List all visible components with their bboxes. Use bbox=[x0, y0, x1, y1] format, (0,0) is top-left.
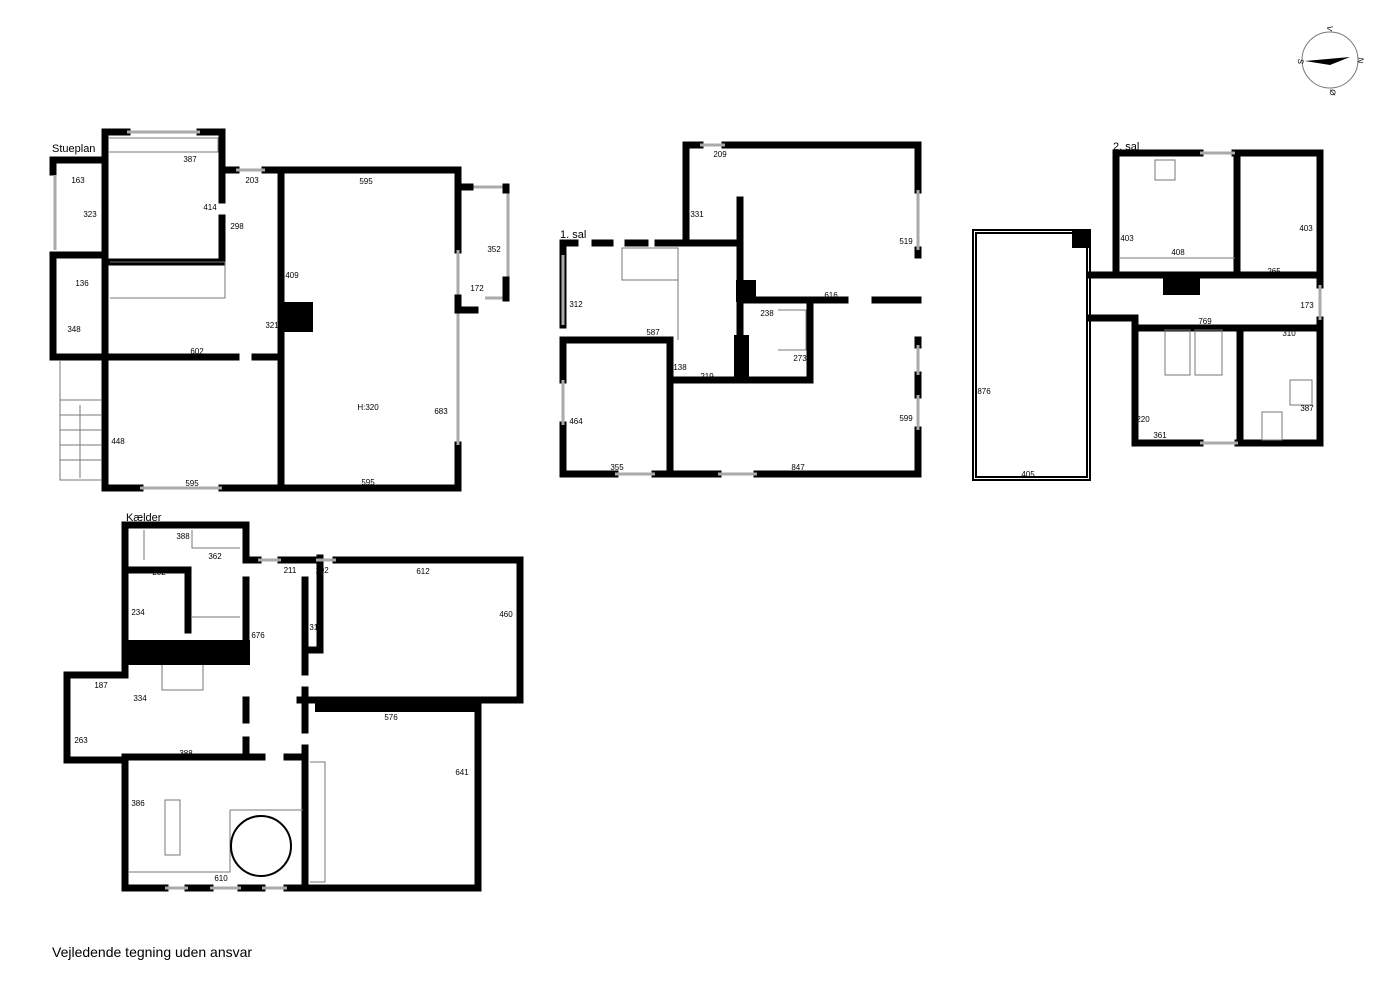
dimension-label: 576 bbox=[384, 713, 398, 722]
compass-icon: V N S Ø bbox=[1296, 25, 1366, 96]
dimension-label: 448 bbox=[111, 437, 125, 446]
dimension-label: 683 bbox=[434, 407, 448, 416]
dimension-label: 587 bbox=[646, 328, 660, 337]
dimension-label: 234 bbox=[131, 608, 145, 617]
dimension-label: 409 bbox=[285, 271, 299, 280]
dimension-label: 102 bbox=[315, 566, 329, 575]
dimension-label: 323 bbox=[83, 210, 97, 219]
dimension-label: 219 bbox=[700, 372, 714, 381]
dimension-label: 263 bbox=[74, 736, 88, 745]
dimension-label: 331 bbox=[690, 210, 704, 219]
dimension-label: 676 bbox=[251, 631, 265, 640]
dimension-label: H:320 bbox=[357, 403, 379, 412]
basement-plan: Kælder 388 362 202 211 102 612 234 676 3… bbox=[63, 512, 524, 892]
dimension-label: 209 bbox=[713, 150, 727, 159]
dimension-label: 173 bbox=[1300, 301, 1314, 310]
dimension-label: 847 bbox=[791, 463, 805, 472]
dimension-label: 361 bbox=[1153, 431, 1167, 440]
dimension-label: 348 bbox=[67, 325, 81, 334]
ground-floor-plan: Stueplan 387 163 323 414 298 203 595 352… bbox=[49, 128, 510, 492]
dimension-label: 312 bbox=[309, 623, 323, 632]
floor-title: Stueplan bbox=[52, 143, 95, 155]
dimension-label: 220 bbox=[1136, 415, 1150, 424]
second-floor-plan: 2. sal 403 408 403 265 876 173 769 310 2… bbox=[972, 141, 1324, 481]
dimension-label: 519 bbox=[899, 237, 913, 246]
dimension-label: 238 bbox=[760, 309, 774, 318]
dimension-label: 388 bbox=[179, 749, 193, 758]
floor-title: 1. sal bbox=[560, 229, 586, 241]
dimension-label: N bbox=[1355, 57, 1365, 64]
dimension-label: 460 bbox=[499, 610, 513, 619]
dimension-label: 876 bbox=[977, 387, 991, 396]
dimension-label: 187 bbox=[94, 681, 108, 690]
dimension-label: 616 bbox=[824, 291, 838, 300]
dimension-label: 595 bbox=[359, 177, 373, 186]
dimension-label: 387 bbox=[183, 155, 197, 164]
dimension-label: V bbox=[1324, 25, 1334, 32]
dimension-label: 298 bbox=[230, 222, 244, 231]
dimension-label: 202 bbox=[152, 568, 166, 577]
disclaimer-text: Vejledende tegning uden ansvar bbox=[52, 944, 253, 960]
dimension-label: 312 bbox=[569, 300, 583, 309]
dimension-label: 769 bbox=[1198, 317, 1212, 326]
floor-title: Kælder bbox=[126, 512, 162, 524]
dimension-label: Ø bbox=[1327, 89, 1337, 97]
dimension-label: 595 bbox=[361, 478, 375, 487]
dimension-label: 355 bbox=[610, 463, 624, 472]
dimension-label: 203 bbox=[245, 176, 259, 185]
dimension-label: 595 bbox=[185, 479, 199, 488]
dimension-label: 612 bbox=[416, 567, 430, 576]
dimension-label: 388 bbox=[176, 532, 190, 541]
dimension-label: 602 bbox=[190, 347, 204, 356]
dimension-label: 405 bbox=[1021, 470, 1035, 479]
dimension-label: 138 bbox=[673, 363, 687, 372]
dimension-label: 599 bbox=[899, 414, 913, 423]
dimension-label: 414 bbox=[203, 203, 217, 212]
dimension-label: 408 bbox=[1171, 248, 1185, 257]
dimension-label: S bbox=[1296, 58, 1306, 65]
dimension-label: 273 bbox=[793, 354, 807, 363]
dimension-label: 321 bbox=[265, 321, 279, 330]
dimension-label: 386 bbox=[131, 799, 145, 808]
dimension-label: 403 bbox=[1299, 224, 1313, 233]
dimension-label: 362 bbox=[208, 552, 222, 561]
first-floor-plan: 1. sal 209 331 519 312 616 238 587 273 1… bbox=[559, 141, 922, 478]
dimension-label: 641 bbox=[455, 768, 469, 777]
dimension-label: 387 bbox=[1300, 404, 1314, 413]
dimension-label: 403 bbox=[1120, 234, 1134, 243]
dimension-label: 310 bbox=[1282, 329, 1296, 338]
dimension-label: 464 bbox=[569, 417, 583, 426]
dimension-label: 352 bbox=[487, 245, 501, 254]
dimension-label: 211 bbox=[284, 566, 297, 575]
dimension-label: 163 bbox=[71, 176, 85, 185]
dimension-label: 172 bbox=[470, 284, 484, 293]
dimension-label: 136 bbox=[75, 279, 89, 288]
dimension-label: 610 bbox=[214, 874, 228, 883]
dimension-label: 265 bbox=[1267, 267, 1281, 276]
dimension-label: 334 bbox=[133, 694, 147, 703]
